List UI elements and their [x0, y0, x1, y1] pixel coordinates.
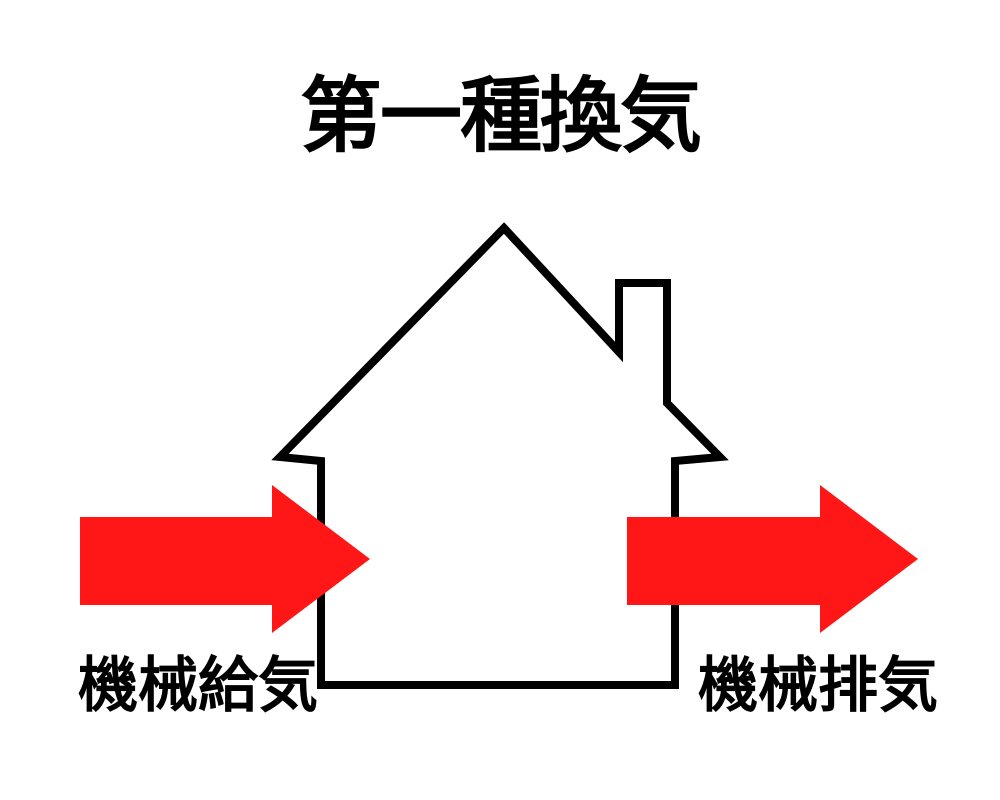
supply-air-label: 機械給気	[78, 652, 318, 719]
diagram-title: 第一種換気	[299, 71, 702, 162]
supply-arrow-icon	[80, 485, 370, 633]
house-outline-icon	[271, 222, 729, 689]
exhaust-air-label: 機械排気	[698, 652, 938, 719]
exhaust-arrow-icon	[627, 485, 918, 633]
